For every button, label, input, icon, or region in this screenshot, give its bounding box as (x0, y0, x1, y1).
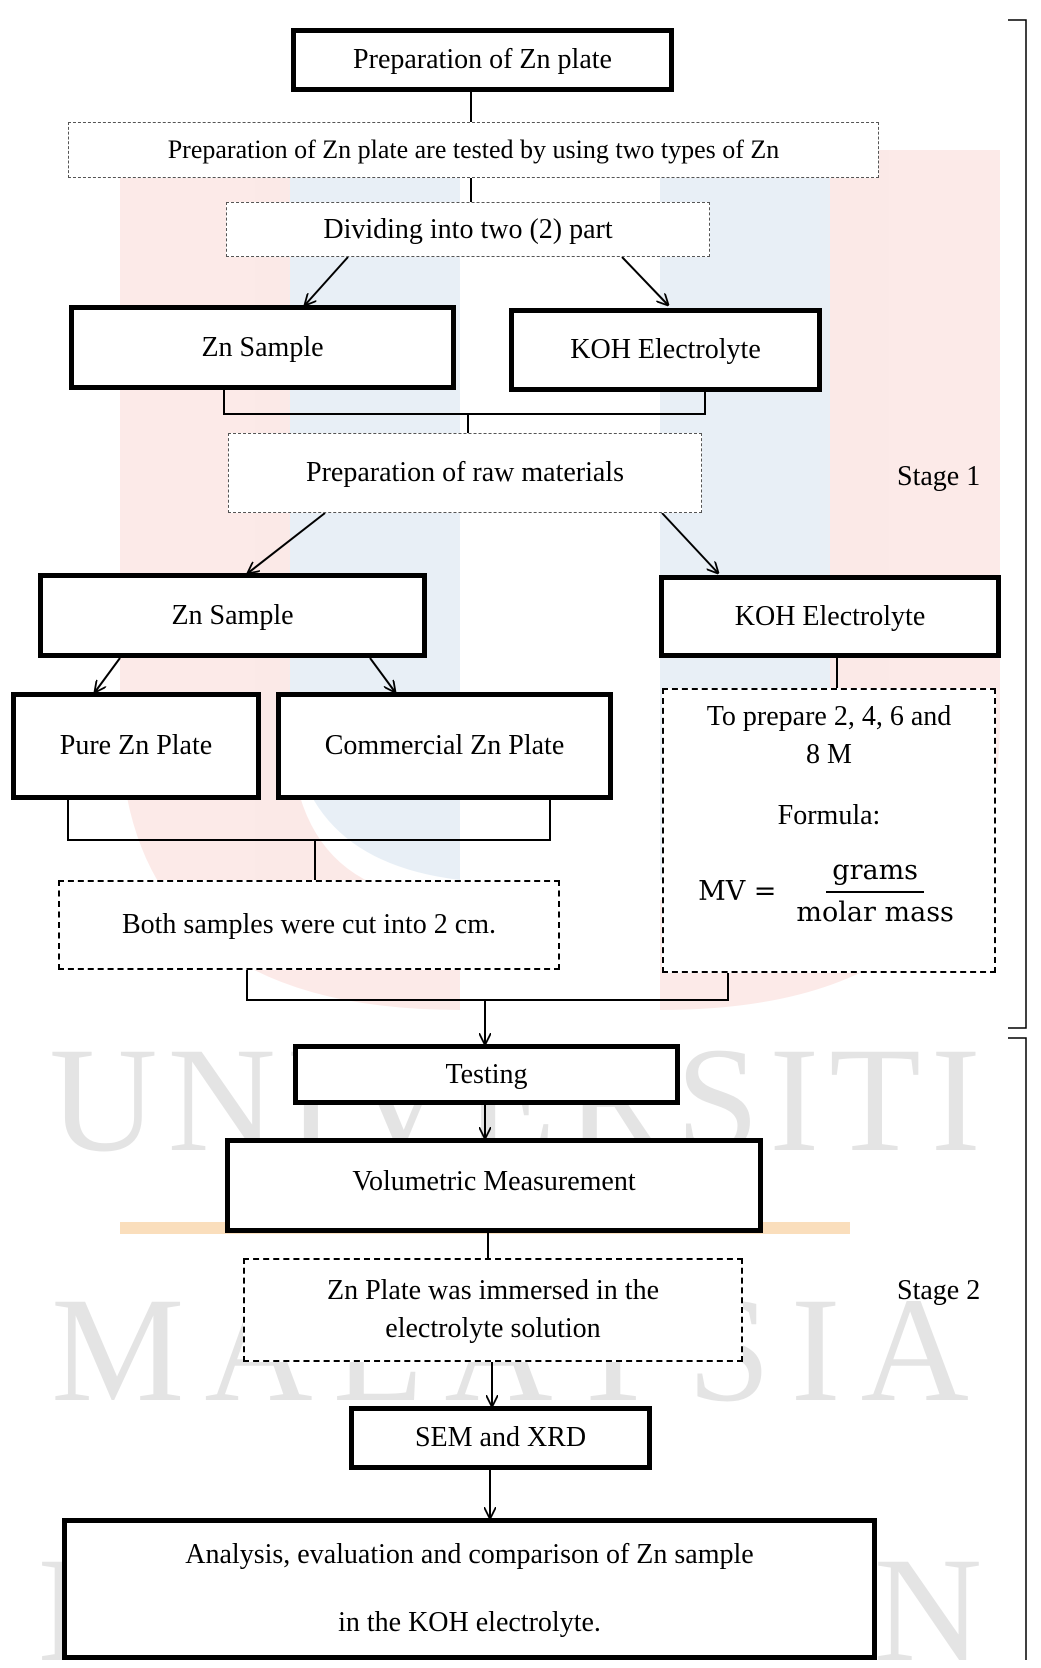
node-zn-sample-2: Zn Sample (38, 573, 427, 658)
node-volumetric: Volumetric Measurement (225, 1138, 763, 1233)
node-commercial-zn-plate: Commercial Zn Plate (276, 692, 613, 800)
node-sem-xrd-text: SEM and XRD (414, 1422, 587, 1454)
formula-fraction: grams molar mass (790, 855, 960, 930)
node-cut-samples-text: Both samples were cut into 2 cm. (121, 909, 497, 941)
node-raw-materials-text: Preparation of raw materials (306, 457, 624, 489)
node-koh-electrolyte-2: KOH Electrolyte (659, 575, 1001, 658)
node-sem-xrd: SEM and XRD (349, 1406, 652, 1470)
node-pure-zn-plate: Pure Zn Plate (11, 692, 261, 800)
node-dividing: Dividing into two (2) part (226, 202, 710, 257)
node-pure-zn-plate-text: Pure Zn Plate (59, 730, 213, 762)
formula-expression: MV = grams molar mass (698, 855, 960, 930)
node-prep-zn-plate: Preparation of Zn plate (291, 28, 674, 92)
formula-denominator: molar mass (796, 897, 954, 929)
node-immersed: Zn Plate was immersed in the electrolyte… (243, 1258, 743, 1362)
node-raw-materials: Preparation of raw materials (228, 433, 702, 513)
node-volumetric-text: Volumetric Measurement (352, 1166, 636, 1197)
node-tested-two-types-text: Preparation of Zn plate are tested by us… (167, 135, 780, 165)
formula-lhs: MV = (698, 875, 777, 907)
node-zn-sample-1: Zn Sample (69, 305, 456, 390)
immersed-line2: electrolyte solution (385, 1313, 601, 1344)
node-koh-electrolyte-2-text: KOH Electrolyte (734, 600, 926, 632)
node-zn-sample-2-text: Zn Sample (171, 599, 294, 631)
node-koh-electrolyte-1: KOH Electrolyte (509, 308, 822, 392)
node-zn-sample-1-text: Zn Sample (201, 331, 324, 363)
node-tested-two-types: Preparation of Zn plate are tested by us… (68, 122, 879, 178)
formula-label: Formula: (777, 800, 881, 832)
analysis-line1: Analysis, evaluation and comparison of Z… (185, 1539, 754, 1571)
node-testing: Testing (293, 1044, 680, 1105)
formula-numerator: grams (826, 855, 925, 894)
immersed-line1: Zn Plate was immersed in the (326, 1275, 660, 1307)
prepare-molarity-line1: To prepare 2, 4, 6 and (706, 701, 952, 732)
node-cut-samples: Both samples were cut into 2 cm. (58, 880, 560, 970)
node-koh-electrolyte-1-text: KOH Electrolyte (570, 334, 761, 366)
node-testing-text: Testing (445, 1058, 528, 1090)
prepare-molarity-line2: 8 M (806, 738, 852, 770)
node-prep-zn-plate-text: Preparation of Zn plate (353, 44, 612, 76)
node-analysis: Analysis, evaluation and comparison of Z… (62, 1518, 877, 1660)
node-commercial-zn-plate-text: Commercial Zn Plate (324, 730, 565, 762)
stage-1-label: Stage 1 (897, 461, 981, 492)
analysis-line2: in the KOH electrolyte. (338, 1607, 601, 1638)
node-prepare-molarity: To prepare 2, 4, 6 and 8 M Formula: MV =… (662, 688, 996, 973)
stage-2-label: Stage 2 (897, 1275, 981, 1306)
node-dividing-text: Dividing into two (2) part (323, 213, 613, 245)
